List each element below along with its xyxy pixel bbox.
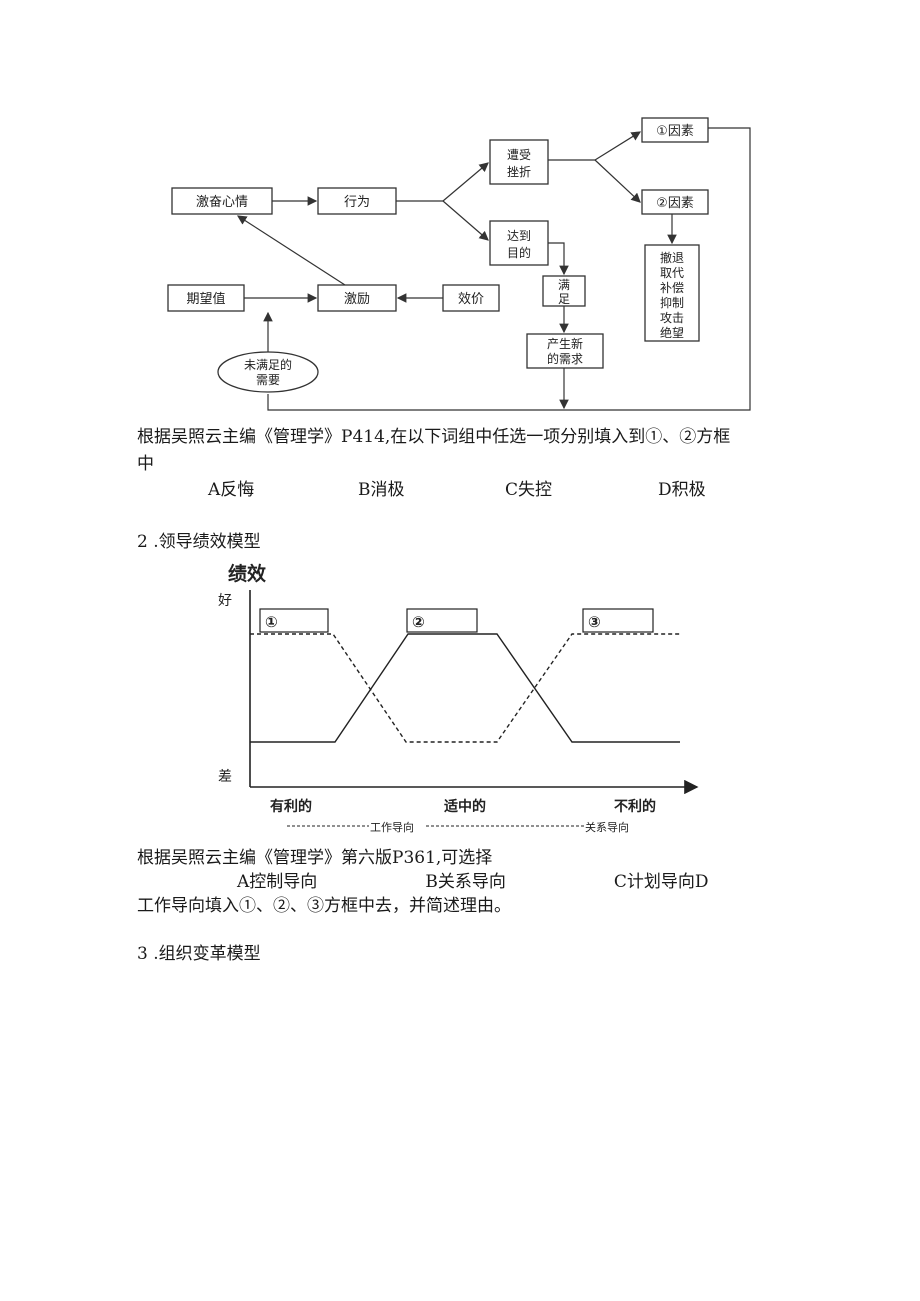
arrow-motivation-to-mood — [236, 215, 346, 286]
answer-box-2-label: ② — [412, 613, 425, 631]
x-sublabel-relationship: 关系导向 — [585, 820, 629, 834]
box-factor-2 — [641, 189, 709, 215]
label-excited-mood: 激奋心情 — [196, 195, 248, 210]
reaction-6: 绝望 — [660, 325, 684, 340]
label-frustration-2: 挫折 — [507, 164, 531, 179]
y-axis-top-label: 好 — [218, 593, 232, 609]
y-axis-title: 绩效 — [228, 562, 266, 585]
label-valence: 效价 — [458, 292, 484, 307]
solid-performance-line — [250, 633, 680, 743]
label-goal-1: 达到 — [507, 229, 531, 243]
question1-prompt-line2: 中 — [137, 454, 154, 474]
question2-line1: 根据吴照云主编《管理学》第六版P361,可选择 — [137, 848, 493, 868]
answer-box-2 — [406, 608, 478, 633]
box-satisfied — [542, 275, 586, 307]
question1-option-b: B消极 — [358, 480, 405, 500]
answer-box-3 — [582, 608, 654, 633]
box-valence — [442, 284, 500, 312]
x-sublabel-work: 工作导向 — [370, 820, 414, 834]
box-expectancy — [167, 284, 245, 312]
arrow-to-goal — [442, 200, 489, 241]
x-label-favorable: 有利的 — [270, 798, 312, 815]
arrow-to-factor2 — [594, 159, 641, 203]
question1-prompt-line1: 根据吴照云主编《管理学》P414,在以下词组中任选一项分别填入到①、②方框 — [137, 427, 731, 447]
label-satisfied-2: 足 — [558, 292, 570, 306]
reaction-3: 补偿 — [660, 280, 684, 295]
section2-title: 2 .领导绩效模型 — [137, 532, 261, 552]
reaction-4: 抑制 — [660, 295, 684, 310]
question1-option-a: A反悔 — [208, 480, 255, 500]
question2-line3: 工作导向填入①、②、③方框中去，并简述理由。 — [137, 896, 511, 916]
label-unmet-need-2: 需要 — [256, 373, 280, 387]
reaction-2: 取代 — [660, 266, 684, 280]
box-excited-mood — [171, 187, 273, 215]
arrow-to-factor1 — [594, 131, 642, 161]
label-satisfied-1: 满 — [558, 278, 570, 292]
box-goal-reached — [489, 220, 549, 266]
answer-box-3-label: ③ — [588, 613, 601, 631]
label-motivation: 激励 — [344, 292, 370, 307]
label-goal-2: 目的 — [507, 245, 531, 260]
dashed-performance-line — [250, 633, 680, 743]
x-label-unfavorable: 不利的 — [614, 798, 656, 815]
leadership-performance-diagram: 绩效 好 差 ① ② ③ 有利的 适中的 不利的 工作导向 关系导向 — [218, 562, 699, 834]
label-new-need-2: 的需求 — [547, 351, 583, 366]
x-label-moderate: 适中的 — [444, 798, 486, 815]
reaction-1: 撤退 — [660, 250, 684, 265]
motivation-flow-diagram: 激奋心情 行为 遭受 挫折 ①因素 ②因素 撤退 取代 补偿 抑制 攻击 绝望 … — [167, 117, 751, 411]
label-new-need-1: 产生新 — [547, 336, 583, 351]
box-reactions — [644, 244, 700, 342]
label-unmet-need-1: 未满足的 — [244, 357, 292, 372]
section3-title: 3 .组织变革模型 — [137, 944, 261, 964]
label-frustration-1: 遭受 — [507, 148, 531, 162]
box-behavior — [317, 187, 397, 215]
question1-option-c: C失控 — [505, 480, 553, 500]
box-factor-1 — [641, 117, 709, 143]
reaction-5: 攻击 — [660, 311, 684, 325]
line-feedback-loop — [267, 127, 751, 411]
label-behavior: 行为 — [344, 195, 370, 210]
y-axis-bottom-label: 差 — [218, 769, 232, 785]
answer-box-1-label: ① — [265, 613, 278, 631]
label-factor-2: ②因素 — [656, 196, 694, 211]
label-factor-1: ①因素 — [656, 124, 694, 139]
box-motivation — [317, 284, 397, 312]
answer-box-1 — [259, 608, 329, 633]
box-new-need — [526, 333, 604, 369]
arrow-to-frustration — [442, 162, 489, 202]
question2-options-line: A控制导向 B关系导向 C计划导向D — [237, 872, 709, 892]
box-frustration — [489, 139, 549, 185]
question1-option-d: D积极 — [658, 480, 706, 500]
label-expectancy: 期望值 — [186, 291, 225, 307]
arrow-goal-to-satisfied — [548, 242, 569, 276]
